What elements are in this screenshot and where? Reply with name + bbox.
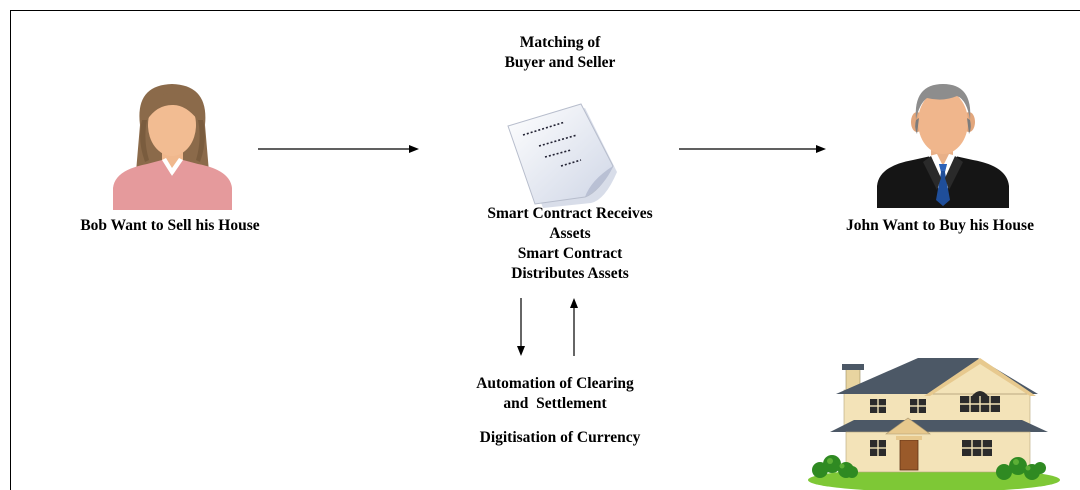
document-icon [507,103,617,208]
diagram-frame-top [10,10,1080,11]
arrow-contract-to-buyer [679,145,826,153]
buyer-label: John Want to Buy his House [846,217,1034,234]
seller-label: Bob Want to Sell his House [80,217,260,234]
woman-avatar-icon [113,84,232,210]
businessman-avatar-icon [877,84,1009,208]
arrow-automation-to-contract [570,298,578,356]
contract-label-line4: Distributes Assets [511,265,629,282]
digitisation-label: Digitisation of Currency [479,429,641,446]
automation-label-line2: and Settlement [503,395,607,412]
diagram-frame-left [10,10,11,490]
contract-label-line3: Smart Contract [517,245,623,262]
contract-label-line2: Assets [549,225,591,242]
automation-label: Automation of Clearing and Settlement [410,374,700,414]
matching-title-line2: Buyer and Seller [504,54,616,71]
arrow-seller-to-contract [258,145,419,153]
automation-label-line1: Automation of Clearing [476,375,634,392]
contract-label-line1: Smart Contract Receives [487,205,653,222]
house-icon [808,358,1060,490]
contract-label: Smart Contract Receives Assets Smart Con… [420,204,720,284]
matching-title: Matching of Buyer and Seller [440,33,680,73]
matching-title-line1: Matching of [519,34,601,51]
arrow-contract-to-automation [517,298,525,356]
